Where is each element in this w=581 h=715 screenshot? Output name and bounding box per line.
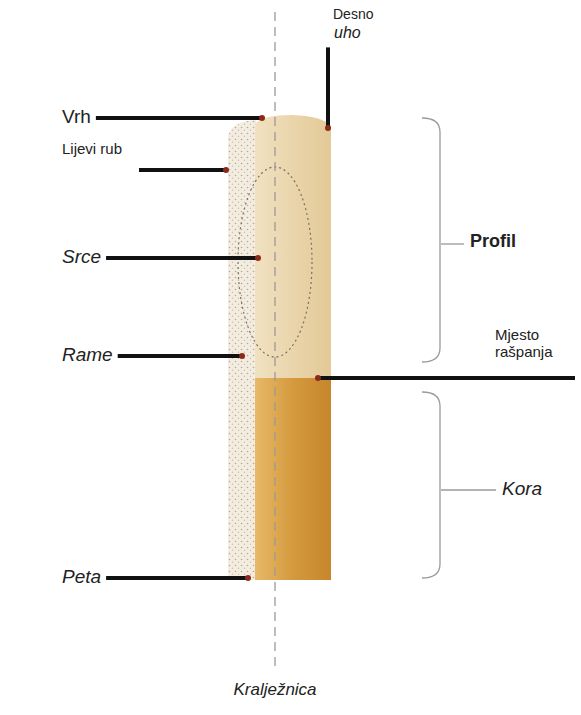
part-label: Vrh <box>62 106 91 128</box>
part-label: Rame <box>62 344 113 366</box>
leader-line <box>441 489 496 490</box>
axis-label: Kralježnica <box>233 680 316 700</box>
part-label: Mjesto rašpanja <box>495 326 575 361</box>
leader-line <box>139 168 226 172</box>
section-label: Profil <box>470 231 516 252</box>
leader-dot <box>223 167 229 173</box>
spine-axis <box>274 12 275 672</box>
leader-dot <box>325 125 331 131</box>
leader-dot <box>245 575 251 581</box>
leader-line <box>441 243 464 244</box>
leader-dot <box>239 353 245 359</box>
bark-bracket <box>422 392 440 578</box>
side-label: Desno <box>333 6 373 22</box>
leader-dot <box>315 375 321 381</box>
section-label: Kora <box>502 478 542 500</box>
leader-line <box>318 376 575 380</box>
part-label: Lijevi rub <box>62 140 134 157</box>
part-label: uho <box>334 24 361 42</box>
part-label: Srce <box>62 246 101 268</box>
leader-line <box>106 256 258 260</box>
reed-profile <box>255 115 331 380</box>
leader-dot <box>255 255 261 261</box>
leader-line <box>106 576 248 580</box>
leader-line <box>96 116 262 120</box>
part-label: Peta <box>62 566 101 588</box>
reed-bark <box>255 378 331 580</box>
profile-bracket <box>422 118 440 362</box>
leader-line <box>118 354 242 358</box>
leader-dot <box>259 115 265 121</box>
leader-line <box>326 47 330 128</box>
